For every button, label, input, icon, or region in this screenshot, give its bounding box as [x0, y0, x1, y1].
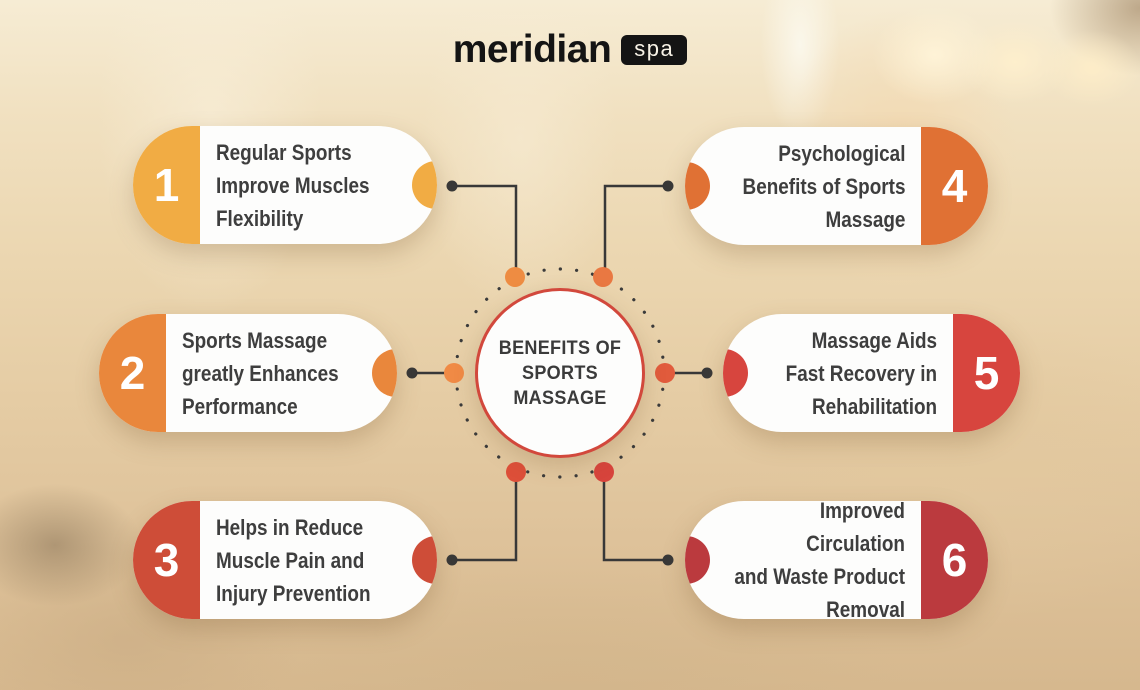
benefit-card-4: 4 Psychological Benefits of Sports Massa… [685, 127, 988, 245]
benefit-5-number: 5 [953, 314, 1020, 432]
benefit-6-text: Improved Circulation and Waste Product R… [734, 501, 905, 619]
benefit-1-number: 1 [133, 126, 200, 244]
benefit-3-text: Helps in Reduce Muscle Pain and Injury P… [216, 514, 371, 606]
benefit-2-text: Sports Massage greatly Enhances Performa… [182, 327, 339, 419]
benefit-4-number: 4 [921, 127, 988, 245]
benefit-card-1: 1 Regular Sports Improve Muscles Flexibi… [133, 126, 437, 244]
benefit-2-number: 2 [99, 314, 166, 432]
benefit-6-number: 6 [921, 501, 988, 619]
logo-badge-text: spa [634, 35, 675, 61]
logo-spa-badge: spa [621, 34, 688, 65]
benefit-card-6: 6 Improved Circulation and Waste Product… [685, 501, 988, 619]
benefit-card-2: 2 Sports Massage greatly Enhances Perfor… [99, 314, 397, 432]
benefit-3-number: 3 [133, 501, 200, 619]
benefit-4-text: Psychological Benefits of Sports Massage [742, 140, 905, 232]
benefit-5-text: Massage Aids Fast Recovery in Rehabilita… [785, 327, 937, 419]
logo-brand-text: meridian [452, 28, 612, 71]
logo: meridian spa [0, 30, 1140, 69]
center-title: BENEFITS OF SPORTS MASSAGE [498, 337, 622, 409]
benefit-card-5: 5 Massage Aids Fast Recovery in Rehabili… [723, 314, 1020, 432]
center-circle: BENEFITS OF SPORTS MASSAGE [475, 288, 645, 458]
benefit-1-text: Regular Sports Improve Muscles Flexibili… [216, 139, 370, 231]
benefit-card-3: 3 Helps in Reduce Muscle Pain and Injury… [133, 501, 437, 619]
